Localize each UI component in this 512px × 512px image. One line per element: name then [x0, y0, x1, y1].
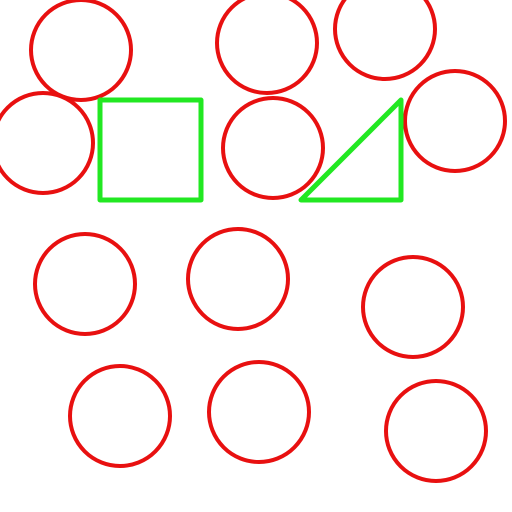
red-circle: [361, 255, 465, 359]
red-circle: [0, 91, 95, 195]
red-circle: [403, 69, 507, 173]
red-circle: [29, 0, 133, 102]
red-circle: [384, 379, 488, 483]
circles-group: [0, 0, 507, 483]
red-circle: [186, 227, 290, 331]
red-circle: [333, 0, 437, 81]
green-triangle: [298, 97, 404, 203]
red-circle: [221, 96, 325, 200]
red-circle: [33, 232, 137, 336]
red-circle: [68, 364, 172, 468]
green-square: [97, 97, 204, 203]
red-circle: [207, 360, 311, 464]
red-circle: [215, 0, 319, 95]
